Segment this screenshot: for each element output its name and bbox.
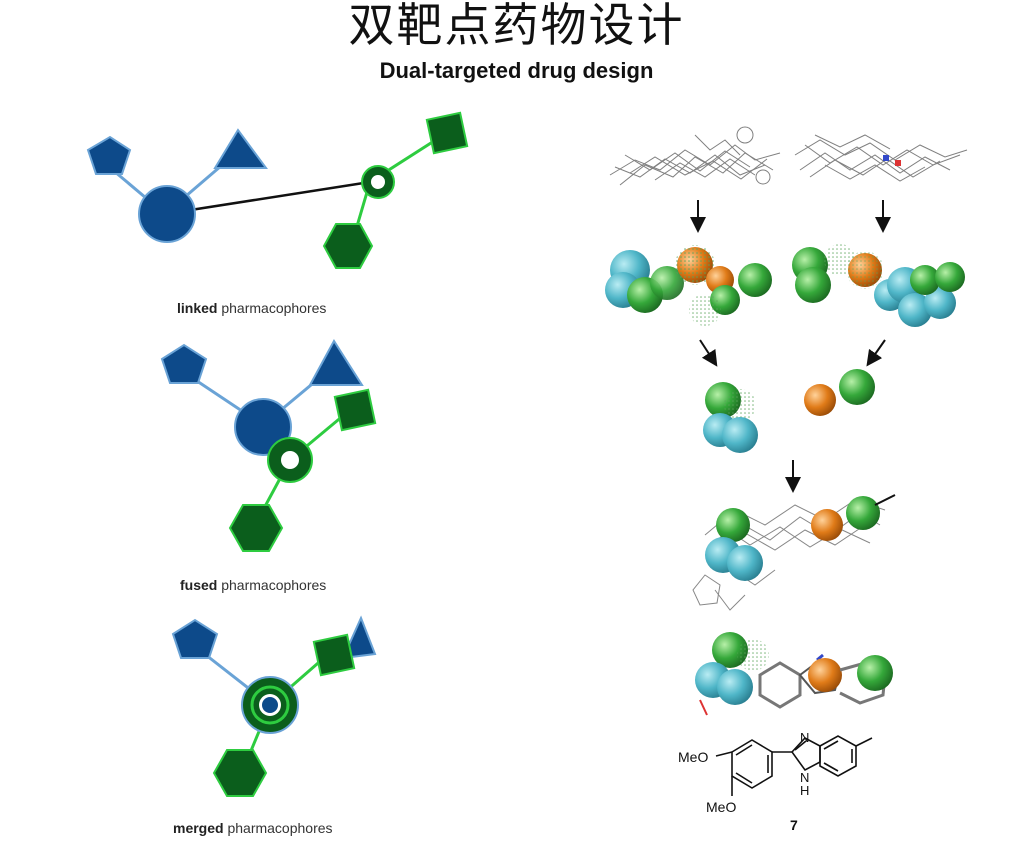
merged-model-spheres bbox=[705, 496, 880, 581]
linked-pharmacophores-diagram bbox=[86, 111, 469, 269]
common-features-right bbox=[804, 369, 875, 416]
square-shape bbox=[312, 633, 356, 677]
merged-pharmacophores-diagram bbox=[171, 615, 377, 797]
common-features-left bbox=[703, 382, 758, 453]
pentagon-shape bbox=[171, 618, 219, 659]
slide-title-english: Dual-targeted drug design bbox=[379, 58, 654, 83]
meo-top-label: MeO bbox=[678, 749, 708, 765]
large-circle-shape bbox=[234, 398, 292, 456]
pentagon-shape bbox=[86, 135, 132, 175]
imidazole-h-label: H bbox=[800, 783, 809, 798]
pharmacophore-features-left bbox=[605, 245, 772, 326]
square-shape bbox=[333, 388, 377, 432]
imidazole-nh-label: N bbox=[800, 770, 809, 785]
ligand-overlay-right bbox=[794, 134, 968, 182]
compound-number-label: 7 bbox=[790, 817, 798, 833]
triangle-shape bbox=[213, 128, 268, 169]
linked-caption: linked pharmacophores bbox=[177, 300, 327, 316]
triangle-shape bbox=[308, 339, 364, 386]
meo-bottom-label: MeO bbox=[706, 799, 736, 815]
hexagon-shape bbox=[228, 504, 284, 552]
compound-fit-model bbox=[695, 632, 893, 716]
merged-caption: merged pharmacophores bbox=[173, 820, 333, 836]
slide-title-chinese: 双靶点药物设计 bbox=[348, 0, 685, 52]
hexagon-shape bbox=[212, 749, 268, 797]
compound-7-structure: MeO MeO N N H 7 bbox=[678, 730, 873, 833]
fused-caption: fused pharmacophores bbox=[180, 577, 327, 593]
triangle-shape bbox=[341, 615, 377, 660]
pharmacophore-workflow-figure bbox=[605, 126, 968, 716]
ligand-overlay-left bbox=[609, 126, 781, 186]
pentagon-shape bbox=[160, 343, 208, 384]
pharmacophore-features-right bbox=[792, 244, 965, 327]
hexagon-shape bbox=[322, 223, 374, 269]
large-circle-shape bbox=[138, 185, 196, 243]
fused-pharmacophores-diagram bbox=[160, 339, 377, 552]
square-shape bbox=[425, 111, 469, 155]
imidazole-n-label: N bbox=[800, 730, 809, 745]
